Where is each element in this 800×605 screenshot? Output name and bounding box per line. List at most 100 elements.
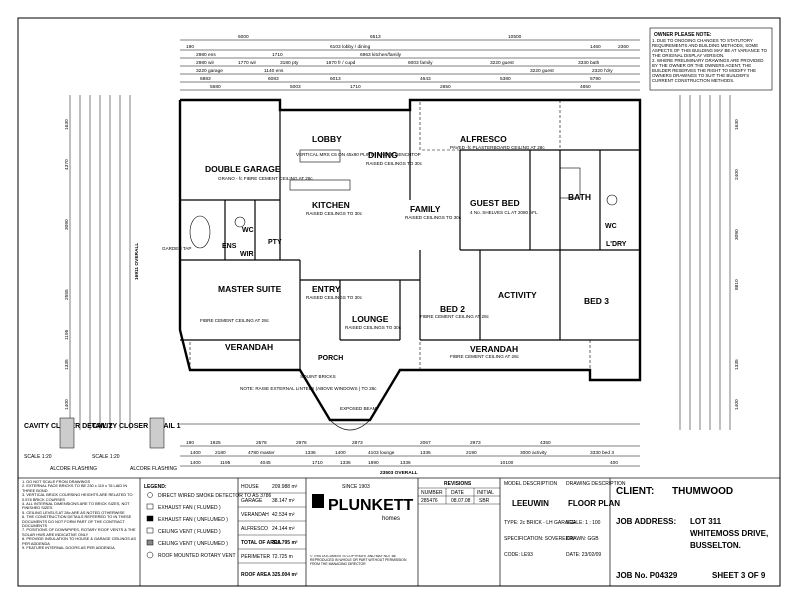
job-address-1: LOT 311 (690, 517, 722, 526)
legend-item-0: DIRECT WIRED SMOKE DETECTOR TO AS 3786 (158, 493, 271, 499)
dim-r7-1: 5003 (290, 84, 301, 90)
bdim-r3-3: 1710 (312, 460, 323, 466)
dim-r4-6: 3330 bath (578, 60, 600, 66)
ldim-0: 1630 (64, 119, 70, 130)
bath-tub-ens (189, 215, 211, 249)
area-alfresco-label: ALFRESCO (241, 526, 268, 532)
rdim-2: 3090 (734, 229, 740, 240)
drawing-value: FLOOR PLAN (568, 499, 620, 508)
room-notes: GRANO - fc FIBRE CEMENT CEILING AT 28c V… (200, 145, 545, 359)
area-alfresco-value: 24.144 m² (272, 526, 295, 532)
room-guest-bed: GUEST BED (470, 198, 520, 208)
bath-tub-bath (559, 167, 581, 199)
room-dining: DINING (368, 150, 398, 160)
legend-title: LEGEND: (144, 484, 167, 490)
dim-top-3: 10500 (508, 34, 522, 40)
note-lobby: VERTICAL MRS C6 ON 45x90 PLINTH UNDER BE… (296, 152, 421, 157)
label-garden-tap: GARDEN TAP (162, 246, 191, 251)
note-alfresco: PAVED -fc PLASTERBOARD CEILING AT 28c (450, 145, 545, 150)
area-roof-value: 325.004 m² (272, 572, 298, 578)
dim-r3-2: 6963 kitchen/family (360, 52, 402, 58)
client-block: CLIENT: THUMWOOD JOB ADDRESS: LOT 311 WH… (616, 486, 768, 580)
company-since: SINCE 1903 (342, 484, 370, 490)
dim-top-1: 6000 (238, 34, 249, 40)
room-porch: PORCH (318, 355, 343, 362)
bdim-r3-5: 1890 (368, 460, 379, 466)
room-alfresco: ALFRESCO (460, 134, 507, 144)
area-verandah-value: 42.534 m² (272, 512, 295, 518)
ceiling-vent-flumed-icon (146, 527, 154, 534)
dim-top-2: 6513 (370, 34, 381, 40)
bdim-r2-7: 2190 (466, 450, 477, 456)
bdim-r3-0: 1400 (190, 460, 201, 466)
bdim-r2-5: 4103 lounge (368, 450, 395, 456)
bdim-r3-6: 1336 (400, 460, 411, 466)
dim-r4-0: 2980 wir (196, 60, 215, 66)
dim-r6-0: 6883 (200, 76, 211, 82)
bdim-r1-0: 190 (186, 440, 194, 446)
note-verandah: FIBRE CEMENT CEILING AT 28c (450, 354, 520, 359)
bdim-r2-1: 2180 (215, 450, 226, 456)
dim-r6-2: 6013 (330, 76, 341, 82)
top-dim-labels: 6000 6513 10500 190 6103 lobby / dining … (186, 34, 629, 90)
interior-walls (180, 110, 640, 370)
room-wc-right: WC (605, 223, 617, 230)
area-garage-label: GARAGE (241, 498, 263, 504)
room-master-suite: MASTER SUITE (218, 284, 282, 294)
dim-r7-3: 2850 (440, 84, 451, 90)
room-lobby: LOBBY (312, 134, 342, 144)
exhaust-fan-flumed-icon (146, 503, 154, 510)
job-number: JOB No. P04329 (616, 571, 678, 580)
room-entry: ENTRY (312, 284, 341, 294)
bottom-dimensions (180, 423, 640, 467)
fixtures (189, 149, 618, 431)
bdim-r1-7: 2873 (352, 440, 363, 446)
dim-r4-4: 6003 family (408, 60, 433, 66)
bdim-r2-2: 4780 master (248, 450, 275, 456)
room-verandah-left: VERANDAH (225, 342, 273, 352)
dim-r6-5: 6790 (590, 76, 601, 82)
legend-item-1: EXHAUST FAN ( FLUMED ) (158, 505, 221, 511)
ldim-5: 1195 (64, 329, 70, 340)
job-address-3: BUSSELTON. (690, 541, 741, 550)
ldim-2: 3090 (64, 219, 70, 230)
wc-pan-left (234, 216, 246, 228)
note-kitchen: RAISED CEILINGS TO 30c (306, 211, 363, 216)
model-label: MODEL DESCRIPTION (504, 481, 558, 487)
dim-r5-1: 1140 ens (264, 68, 284, 74)
drawing-drawn: DRAWN: GGB (566, 536, 599, 542)
note-family: RAISED CEILINGS TO 30c (405, 215, 462, 220)
owner-notes-box: OWNER PLEASE NOTE: 1. DUE TO ONGOING CHA… (649, 27, 773, 91)
area-total-label: TOTAL OF AREA (241, 540, 281, 546)
alcore-flashing-2: ALCORE FLASHING (130, 466, 177, 472)
owner-note-2: 2. WHERE PRELIMINARY DRAWINGS ARE PROVID… (652, 58, 764, 83)
room-ldry: L'DRY (606, 241, 627, 248)
left-dimensions (69, 95, 131, 430)
company-logo: SINCE 1903 PLUNKETT homes © THIS DOCUMEN… (310, 484, 414, 566)
bdim-r1-1: 1925 (210, 440, 221, 446)
note-lounge: RAISED CEILINGS TO 30c (345, 325, 402, 330)
dim-r5-2: 3220 guest (530, 68, 554, 74)
bdim-r2-0: 1400 (190, 450, 201, 456)
kitchen-bench (289, 179, 351, 191)
logo-mark-icon (312, 494, 324, 508)
rdim-4: 1335 (734, 359, 740, 370)
bdim-r1-5: 2976 (296, 440, 307, 446)
label-squint-bricks: SQUINT BRICKS (300, 374, 336, 379)
model-type: TYPE: 2c BRICK - LH GARAGE (504, 520, 576, 526)
bdim-r2-3: 1336 (305, 450, 316, 456)
dim-r4-2: 3180 pty (280, 60, 299, 66)
dim-r4-3: 1670 fr / cupd (326, 60, 356, 66)
top-dimensions (180, 39, 640, 91)
area-table: HOUSE 209.988 m² GARAGE 38.147 m² VERAND… (238, 484, 306, 578)
legend: LEGEND: DIRECT WIRED SMOKE DETECTOR TO A… (144, 484, 271, 559)
cavity-closer-1-label: CAVITY CLOSER DETAIL 1 (92, 423, 181, 430)
note-dining: RAISED CEILINGS TO 30c (366, 161, 423, 166)
room-activity: ACTIVITY (498, 290, 537, 300)
revisions-table: REVISIONS NUMBER DATE INITIAL 285476 08.… (418, 481, 500, 505)
legend-item-3: CEILING VENT ( FLUMED ) (158, 529, 221, 535)
room-bed3: BED 3 (584, 296, 609, 306)
label-exposed-beam: EXPOSED BEAM (340, 406, 377, 411)
